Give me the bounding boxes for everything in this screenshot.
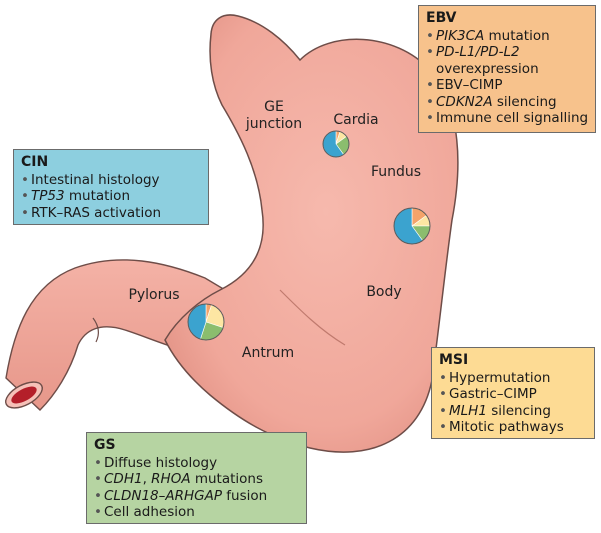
gs-title: GS: [94, 437, 116, 453]
pie-outline: [322, 130, 350, 158]
msi-title: MSI: [439, 352, 469, 368]
stomach-body: [164, 14, 459, 453]
cin-feature-text: TP53: [31, 188, 65, 204]
gs-feature-item: CDH1, RHOA mutations: [94, 471, 300, 488]
ebv-feature-item: overexpression: [426, 61, 589, 78]
gs-feature-text: RHOA: [151, 471, 191, 487]
msi-feature-item: Mitotic pathways: [439, 419, 588, 436]
msi-feature-item: MLH1 silencing: [439, 403, 588, 420]
label-pylorus: Pylorus: [128, 287, 180, 303]
label-body: Body: [366, 284, 402, 300]
gs-feature-text: CDH1: [104, 471, 143, 487]
msi-feature-text: Mitotic pathways: [449, 419, 564, 435]
gs-feature-text: mutations: [190, 471, 264, 487]
ebv-title: EBV: [426, 10, 457, 26]
ebv-feature-item: CDKN2A silencing: [426, 94, 589, 111]
msi-feature-text: Gastric–CIMP: [449, 386, 537, 402]
gs-feature-item: CLDN18–ARHGAP fusion: [94, 488, 300, 505]
msi-feature-item: Gastric–CIMP: [439, 386, 588, 403]
pie-outline: [393, 207, 431, 245]
ebv-subtype-box: EBV PIK3CA mutationPD-L1/PD-L2overexpres…: [418, 5, 596, 133]
angular-fold: [279, 289, 346, 346]
ebv-feature-text: mutation: [484, 27, 550, 44]
pie-cardia: [322, 130, 350, 158]
gs-feature-text: ,: [142, 471, 152, 487]
msi-feature-text: silencing: [486, 402, 551, 419]
cin-feature-text: mutation: [64, 188, 131, 204]
ebv-feature-text: overexpression: [436, 60, 539, 77]
msi-feature-item: Hypermutation: [439, 370, 588, 387]
ebv-feature-item: PD-L1/PD-L2: [426, 44, 589, 61]
ebv-feature-item: EBV–CIMP: [426, 77, 589, 94]
cin-title: CIN: [21, 154, 49, 170]
pyloric-notch: [92, 317, 99, 343]
pie-outline: [187, 303, 225, 341]
ebv-feature-text: silencing: [492, 93, 557, 110]
ebv-feature-list: PIK3CA mutationPD-L1/PD-L2overexpression…: [426, 28, 589, 127]
gs-feature-list: Diffuse histologyCDH1, RHOA mutationsCLD…: [94, 455, 300, 521]
label-ge-junction-line1: GE: [264, 99, 284, 115]
gs-subtype-box: GS Diffuse histologyCDH1, RHOA mutations…: [86, 432, 307, 524]
ebv-feature-item: Immune cell signalling: [426, 110, 589, 127]
cin-feature-item: RTK–RAS activation: [21, 205, 202, 222]
cin-feature-item: Intestinal histology: [21, 172, 202, 189]
cin-feature-text: RTK–RAS activation: [31, 204, 162, 221]
label-ge-junction-line2: junction: [245, 116, 303, 132]
label-cardia: Cardia: [333, 112, 379, 128]
ebv-feature-item: PIK3CA mutation: [426, 28, 589, 45]
gs-feature-text: Diffuse histology: [104, 454, 218, 471]
label-ge-junction: GE junction: [238, 99, 310, 133]
msi-feature-list: HypermutationGastric–CIMPMLH1 silencingM…: [439, 370, 588, 436]
gs-feature-text: CLDN18–ARHGAP: [104, 487, 222, 504]
duodenal-lumen: [11, 386, 37, 404]
ebv-feature-text: EBV–CIMP: [436, 77, 503, 93]
msi-feature-text: Hypermutation: [449, 369, 551, 386]
cin-feature-list: Intestinal histologyTP53 mutationRTK–RAS…: [21, 172, 202, 222]
pie-antrum: [187, 303, 225, 341]
ebv-feature-text: PIK3CA: [436, 27, 485, 44]
gs-feature-text: Cell adhesion: [104, 504, 195, 520]
cin-subtype-box: CIN Intestinal histologyTP53 mutationRTK…: [13, 149, 209, 225]
label-fundus: Fundus: [370, 164, 422, 180]
ebv-feature-text: CDKN2A: [436, 93, 493, 110]
cin-feature-text: Intestinal histology: [31, 171, 160, 188]
gs-feature-item: Cell adhesion: [94, 504, 300, 521]
label-antrum: Antrum: [241, 345, 295, 361]
msi-feature-text: MLH1: [449, 402, 487, 419]
pie-fundus-body: [393, 207, 431, 245]
gs-feature-item: Diffuse histology: [94, 455, 300, 472]
ebv-feature-text: Immune cell signalling: [436, 110, 589, 126]
ebv-feature-text: PD-L1/PD-L2: [436, 44, 520, 60]
msi-subtype-box: MSI HypermutationGastric–CIMPMLH1 silenc…: [431, 347, 595, 439]
gs-feature-text: fusion: [221, 487, 268, 504]
cin-feature-item: TP53 mutation: [21, 188, 202, 205]
